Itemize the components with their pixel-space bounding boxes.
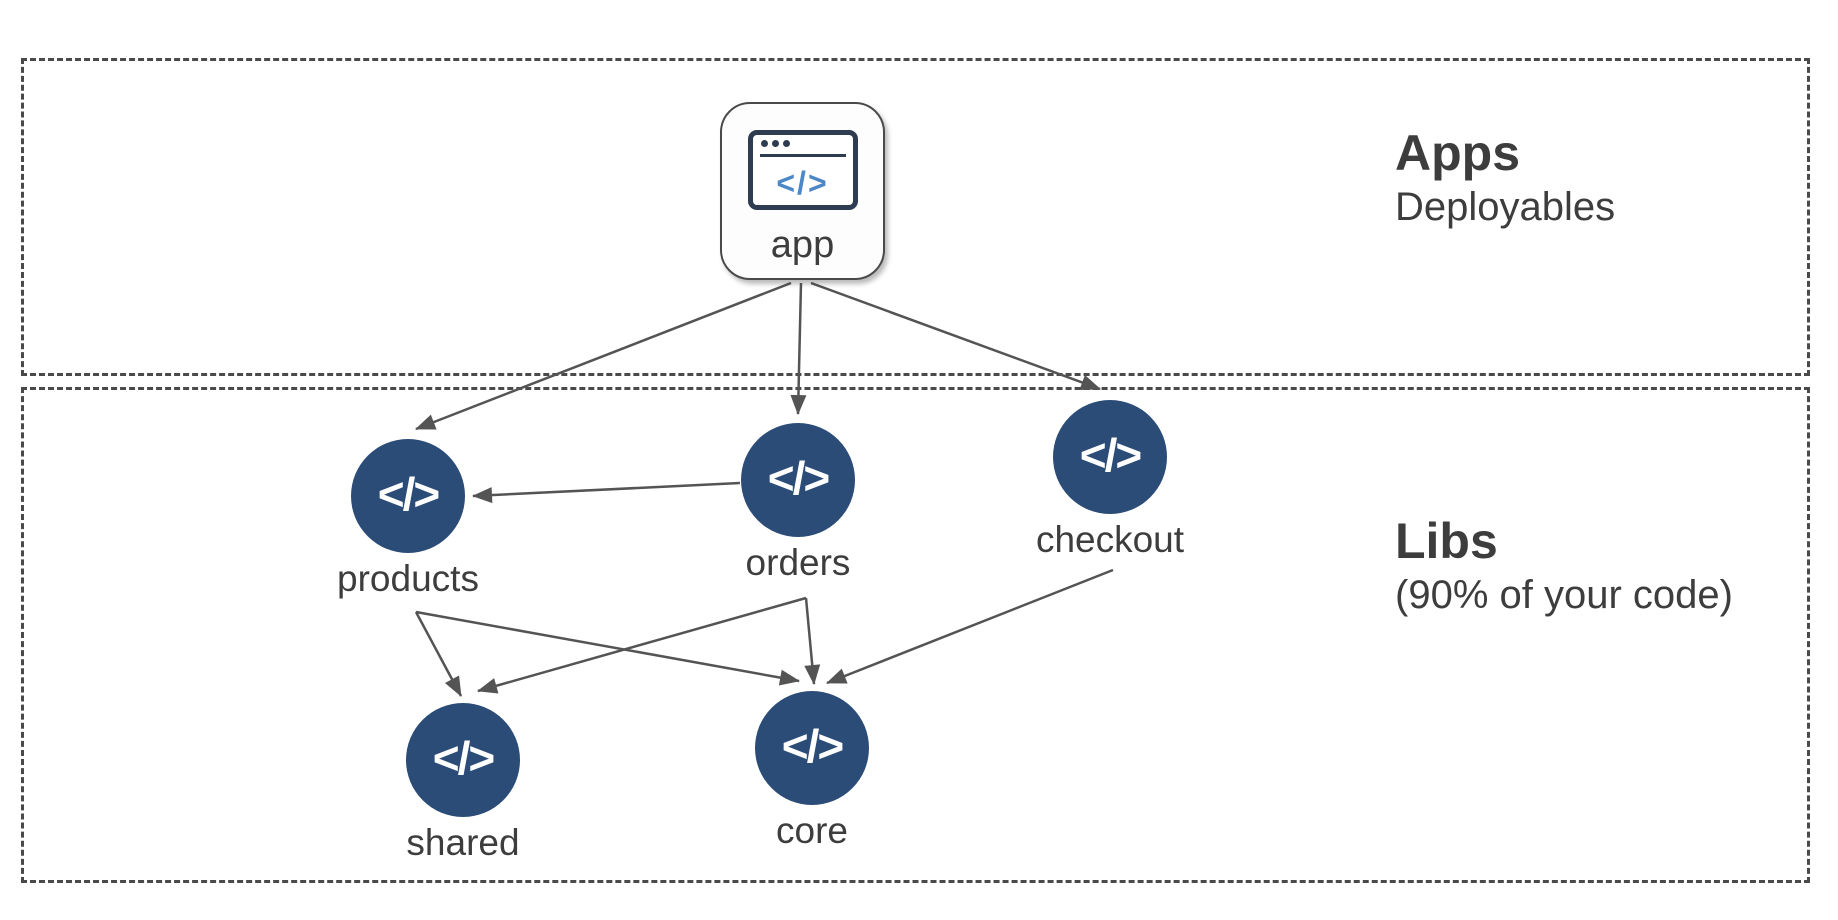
code-circle-icon: </> [741,423,855,537]
code-circle-icon: </> [351,439,465,553]
code-glyph: </> [432,732,495,784]
node-checkout: </> checkout [1010,400,1210,561]
node-app-label: app [770,224,835,266]
libs-section-label: Libs (90% of your code) [1395,512,1733,620]
code-glyph: </> [781,720,844,772]
edge-orders-shared [477,596,807,694]
node-products-label: products [337,558,479,599]
node-app: </> app [720,102,885,280]
code-glyph: </> [767,452,830,504]
libs-title: Libs [1395,513,1498,569]
apps-title: Apps [1395,125,1520,181]
edge-app-orders [790,282,807,415]
node-core: </> core [712,691,912,852]
node-orders: </> orders [698,423,898,584]
node-shared: </> shared [363,703,563,864]
edge-checkout-core [826,568,1114,685]
node-products: </> products [308,439,508,600]
code-circle-icon: </> [755,691,869,805]
code-glyph: </> [377,468,440,520]
browser-titlebar-divider [759,154,846,157]
node-orders-label: orders [745,542,851,583]
node-checkout-label: checkout [1035,519,1185,560]
edge-app-checkout [810,281,1101,391]
edge-app-products [415,281,792,431]
edge-products-shared [414,611,463,697]
node-core-label: core [776,810,848,851]
node-shared-label: shared [406,822,520,863]
browser-window-icon: </> [747,130,858,210]
code-glyph: </> [776,164,829,201]
edge-products-core [415,610,800,686]
code-glyph: </> [1079,429,1142,481]
libs-section-box [21,387,1810,883]
browser-dots-icon [760,140,790,147]
code-circle-icon: </> [406,703,520,817]
apps-subtitle: Deployables [1395,185,1616,229]
libs-subtitle: (90% of your code) [1395,573,1733,617]
apps-section-label: Apps Deployables [1395,124,1615,232]
edge-orders-products [472,481,741,504]
apps-section-box [21,58,1810,376]
code-circle-icon: </> [1053,400,1167,514]
edge-orders-core [804,597,821,685]
